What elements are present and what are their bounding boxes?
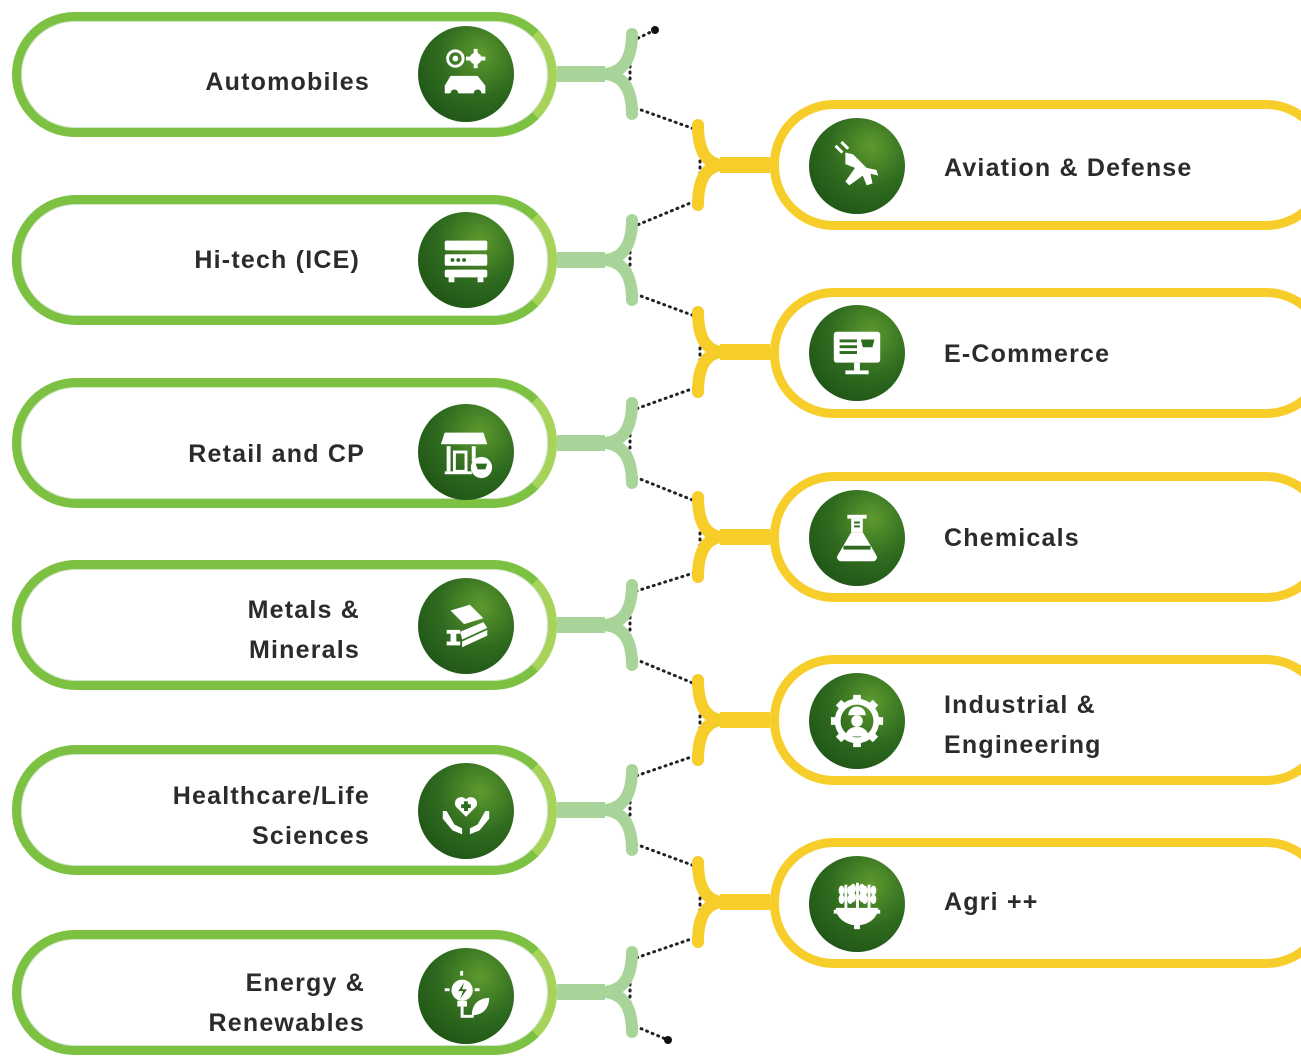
- label-line: Automobiles: [205, 68, 370, 96]
- wheat-gear-icon: [809, 856, 905, 952]
- left-fork-arm: [596, 214, 638, 266]
- right-fork-arm: [692, 531, 730, 583]
- left-fork-arm: [596, 397, 638, 449]
- gear-worker-icon: [809, 673, 905, 769]
- server-icon: [418, 212, 514, 308]
- right-fork-arm: [692, 306, 730, 358]
- dotted-connector: [628, 655, 702, 688]
- right-fork-arm: [692, 159, 730, 211]
- right-fork-arm: [692, 346, 730, 398]
- label-line: E-Commerce: [944, 340, 1111, 368]
- bulb-leaf-icon: [418, 948, 514, 1044]
- label-ecommerce: E-Commerce: [944, 334, 1110, 374]
- dotted-connector: [628, 473, 702, 505]
- trail-end-dot: [664, 1036, 672, 1044]
- label-industrial: Industrial & Engineering: [944, 685, 1102, 765]
- flask-icon: [809, 490, 905, 586]
- label-line: Retail and CP: [188, 440, 365, 468]
- left-fork-arm: [596, 254, 638, 306]
- steel-beam-icon: [418, 578, 514, 674]
- dotted-connector: [628, 752, 702, 780]
- left-fork-arm: [596, 764, 638, 816]
- dotted-connector: [628, 384, 702, 413]
- right-fork-arm: [692, 491, 730, 543]
- left-fork-arm: [596, 579, 638, 631]
- label-line: Healthcare/Life: [172, 782, 370, 810]
- heart-hands-icon: [418, 763, 514, 859]
- car-gear-icon: [418, 26, 514, 122]
- right-fork-arm: [692, 674, 730, 726]
- store-cart-icon: [418, 404, 514, 500]
- left-fork-arm: [596, 437, 638, 489]
- label-chemicals: Chemicals: [944, 518, 1080, 558]
- label-line: Renewables: [208, 1009, 365, 1037]
- label-line: Hi-tech (ICE): [194, 246, 360, 274]
- right-fork-arm: [692, 856, 730, 908]
- trail-start-dot: [651, 26, 659, 34]
- dotted-connector: [628, 569, 702, 595]
- label-automobiles: Automobiles: [120, 62, 370, 102]
- left-fork-arm: [596, 986, 638, 1038]
- label-aviation: Aviation & Defense: [944, 148, 1193, 188]
- left-fork-arm: [596, 804, 638, 856]
- label-agri: Agri ++: [944, 882, 1039, 922]
- dotted-connector: [628, 290, 702, 320]
- left-fork-arm: [596, 946, 638, 998]
- left-fork-arm: [596, 28, 638, 80]
- label-metals: Metals & Minerals: [110, 590, 360, 670]
- dotted-connector: [628, 197, 702, 230]
- label-line: Energy &: [245, 969, 365, 997]
- label-line: Industrial &: [944, 691, 1096, 719]
- fighter-jet-icon: [809, 118, 905, 214]
- label-healthcare: Healthcare/Life Sciences: [120, 776, 370, 856]
- label-retail: Retail and CP: [115, 434, 365, 474]
- right-fork-arm: [692, 119, 730, 171]
- label-line: Aviation & Defense: [944, 154, 1193, 182]
- label-line: Sciences: [251, 822, 370, 850]
- left-fork-arm: [596, 68, 638, 120]
- label-line: Metals &: [247, 596, 360, 624]
- dotted-connector: [628, 840, 702, 870]
- label-line: Agri ++: [944, 888, 1039, 916]
- dotted-connector: [628, 934, 702, 962]
- left-fork-arm: [596, 619, 638, 671]
- monitor-cart-icon: [809, 305, 905, 401]
- pill-retail: [12, 378, 557, 508]
- label-energy: Energy & Renewables: [115, 963, 365, 1043]
- label-line: Minerals: [248, 636, 360, 664]
- label-hi-tech: Hi-tech (ICE): [110, 240, 360, 280]
- label-line: Engineering: [944, 731, 1102, 759]
- right-fork-arm: [692, 714, 730, 766]
- label-line: Chemicals: [944, 524, 1080, 552]
- right-fork-arm: [692, 896, 730, 948]
- dotted-connector: [628, 104, 702, 133]
